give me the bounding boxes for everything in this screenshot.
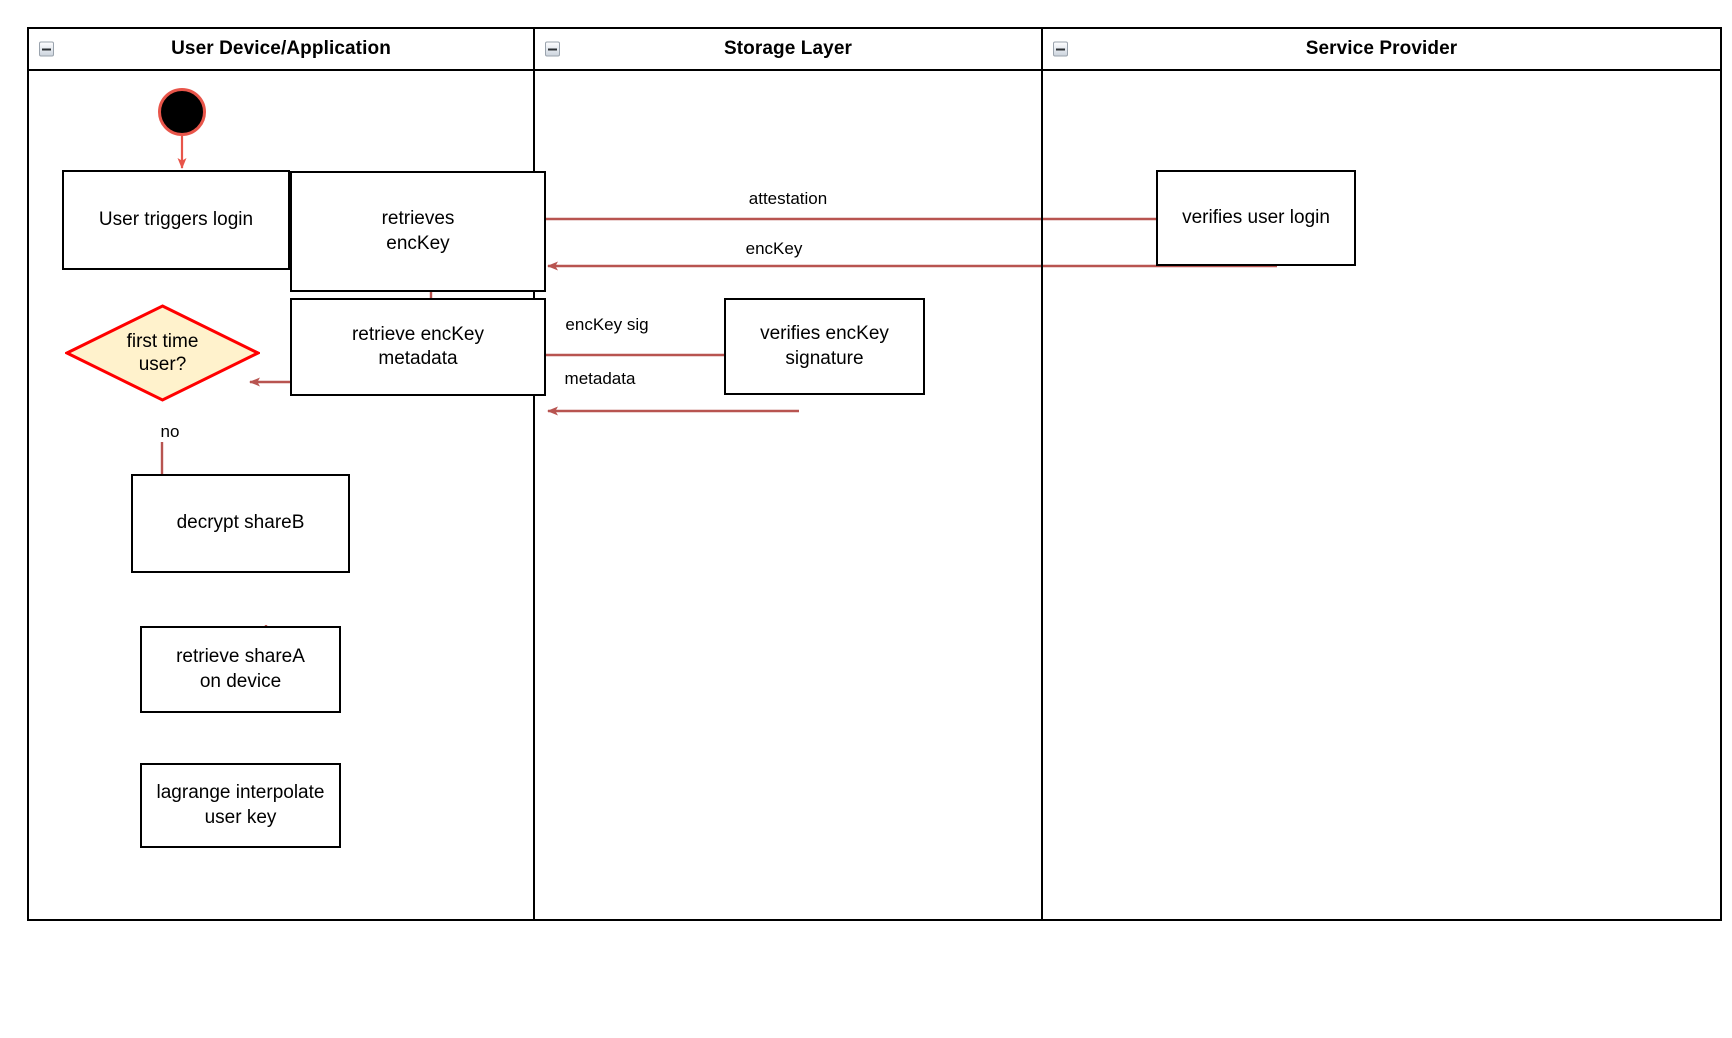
edge-label-enckey-sig: encKey sig bbox=[561, 315, 653, 335]
lane-header-storage-layer[interactable]: Storage Layer bbox=[535, 29, 1041, 71]
decision-label: first time user? bbox=[126, 330, 199, 375]
lane-storage-layer: Storage Layer bbox=[533, 29, 1041, 919]
edge-label-metadata: metadata bbox=[560, 369, 640, 389]
lane-header-service-provider[interactable]: Service Provider bbox=[1043, 29, 1720, 71]
lane-header-user-device[interactable]: User Device/Application bbox=[29, 29, 533, 71]
node-verifies-user-login[interactable]: verifies user login bbox=[1156, 170, 1356, 266]
collapse-minus-icon[interactable] bbox=[1053, 41, 1068, 57]
diamond-shape bbox=[65, 304, 260, 402]
node-retrieve-sharea-on-device[interactable]: retrieve shareA on device bbox=[140, 626, 341, 713]
collapse-minus-icon[interactable] bbox=[545, 41, 560, 57]
node-first-time-user[interactable]: first time user? bbox=[65, 304, 260, 402]
lane-title-user-device: User Device/Application bbox=[171, 38, 391, 59]
node-user-triggers-login[interactable]: User triggers login bbox=[62, 170, 290, 270]
edge-label-enckey: encKey bbox=[741, 239, 807, 259]
lane-service-provider: Service Provider bbox=[1041, 29, 1720, 919]
edge-label-no: no bbox=[156, 422, 184, 442]
lane-title-service-provider: Service Provider bbox=[1305, 38, 1458, 59]
collapse-minus-icon[interactable] bbox=[39, 41, 54, 57]
lane-title-storage-layer: Storage Layer bbox=[723, 38, 853, 59]
swimlane-pool: User Device/Application Storage Layer Se… bbox=[27, 27, 1722, 921]
node-retrieves-enckey[interactable]: retrieves encKey bbox=[290, 171, 546, 292]
node-lagrange-interpolate-user-key[interactable]: lagrange interpolate user key bbox=[140, 763, 341, 848]
node-retrieve-enckey-metadata[interactable]: retrieve encKey metadata bbox=[290, 298, 546, 396]
edge-label-attestation: attestation bbox=[744, 189, 832, 209]
node-start[interactable] bbox=[158, 88, 206, 136]
lane-user-device: User Device/Application bbox=[29, 29, 533, 919]
node-decrypt-shareb[interactable]: decrypt shareB bbox=[131, 474, 350, 573]
node-verifies-enckey-signature[interactable]: verifies encKey signature bbox=[724, 298, 925, 395]
